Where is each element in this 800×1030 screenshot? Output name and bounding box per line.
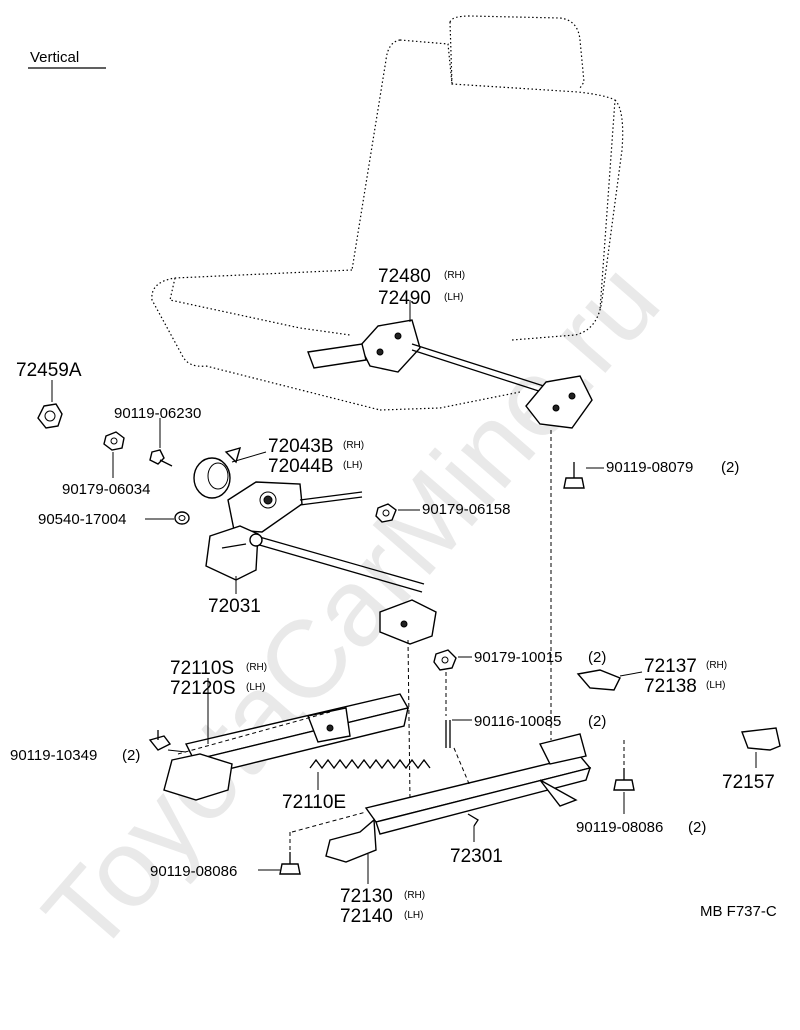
svg-text:(RH): (RH)	[404, 890, 425, 901]
svg-text:90119-08086: 90119-08086	[576, 819, 663, 836]
seat-track-72110S	[163, 678, 410, 801]
label-90116-10085: 90116-10085 (2)	[474, 713, 606, 730]
label-90119-10349: 90119-10349 (2)	[10, 747, 140, 764]
seat-adjuster-72031	[205, 481, 437, 645]
view-title: Vertical	[30, 49, 79, 66]
lever-cover-72043B	[193, 446, 267, 499]
svg-text:90119-08079: 90119-08079	[606, 459, 693, 476]
label-72120S: 72120S (LH)	[170, 678, 265, 699]
svg-text:72140: 72140	[340, 906, 393, 927]
label-90179-06034: 90179-06034	[62, 481, 150, 498]
label-72044B: 72044B (LH)	[268, 456, 362, 477]
svg-text:90116-10085: 90116-10085	[474, 713, 561, 730]
svg-text:(2): (2)	[688, 819, 706, 836]
svg-text:90119-10349: 90119-10349	[10, 747, 97, 764]
label-72459A: 72459A	[16, 360, 82, 381]
label-72043B: 72043B (RH)	[268, 436, 364, 457]
svg-text:(LH): (LH)	[246, 682, 265, 693]
svg-text:(RH): (RH)	[343, 440, 364, 451]
label-90119-08079: 90119-08079 (2)	[606, 459, 739, 476]
svg-text:(2): (2)	[122, 747, 140, 764]
screw-90119-06230	[149, 418, 173, 467]
svg-text:(LH): (LH)	[404, 910, 423, 921]
knob-72459A	[37, 380, 63, 429]
svg-text:(2): (2)	[721, 459, 739, 476]
bracket-72137	[576, 669, 643, 691]
washer-90540-17004	[145, 511, 190, 525]
svg-text:(LH): (LH)	[706, 680, 725, 691]
svg-text:72137: 72137	[644, 656, 697, 677]
label-72301: 72301	[450, 846, 503, 867]
nut-90179-06158	[375, 503, 420, 523]
upper-seat-adjuster-frame	[307, 300, 593, 429]
seat-outline	[151, 15, 624, 411]
nut-90179-10015	[433, 649, 472, 671]
label-90179-06158: 90179-06158	[422, 501, 510, 518]
seat-track-72130	[325, 733, 592, 884]
label-90540-17004: 90540-17004	[38, 511, 126, 528]
svg-text:(2): (2)	[588, 713, 606, 730]
label-90119-08086: 90119-08086	[150, 863, 237, 880]
cover-72157	[741, 727, 781, 768]
svg-text:72044B: 72044B	[268, 456, 334, 477]
svg-text:72043B: 72043B	[268, 436, 334, 457]
spring-72110E	[309, 758, 431, 790]
svg-text:72138: 72138	[644, 676, 697, 697]
label-72137: 72137 (RH)	[644, 656, 727, 677]
label-72031: 72031	[208, 596, 261, 617]
svg-text:(LH): (LH)	[444, 292, 463, 303]
svg-text:(2): (2)	[588, 649, 606, 666]
svg-text:(RH): (RH)	[444, 270, 465, 281]
label-90119-08086-qty: 90119-08086 (2)	[576, 819, 706, 836]
bolt-90119-10349	[148, 730, 172, 751]
label-72110S: 72110S (RH)	[170, 658, 267, 679]
svg-text:(RH): (RH)	[706, 660, 727, 671]
svg-text:90179-10015: 90179-10015	[474, 649, 562, 666]
alignment-lines	[177, 430, 625, 852]
svg-text:(LH): (LH)	[343, 460, 362, 471]
label-90119-06230: 90119-06230	[114, 405, 201, 422]
label-72130: 72130 (RH)	[340, 886, 425, 907]
stud-90116-10085	[445, 719, 472, 748]
svg-text:(RH): (RH)	[246, 662, 267, 673]
label-72490: 72490 (LH)	[378, 288, 463, 309]
label-72110E: 72110E	[282, 792, 346, 813]
label-72157: 72157	[722, 772, 775, 793]
clip-72301	[467, 813, 479, 842]
svg-text:72480: 72480	[378, 266, 431, 287]
svg-text:72120S: 72120S	[170, 678, 236, 699]
bolt-90119-08079	[563, 462, 604, 489]
svg-text:72490: 72490	[378, 288, 431, 309]
bolt-90119-08086-right	[613, 768, 635, 814]
label-72140: 72140 (LH)	[340, 906, 423, 927]
svg-text:72130: 72130	[340, 886, 393, 907]
label-90179-10015: 90179-10015 (2)	[474, 649, 606, 666]
bolt-90119-08086-left	[258, 852, 301, 875]
svg-text:72110S: 72110S	[170, 658, 234, 679]
label-72480: 72480 (RH)	[378, 266, 465, 287]
nut-90179-06034	[103, 431, 125, 478]
label-72138: 72138 (LH)	[644, 676, 725, 697]
diagram-code: MB F737-C	[700, 903, 777, 920]
